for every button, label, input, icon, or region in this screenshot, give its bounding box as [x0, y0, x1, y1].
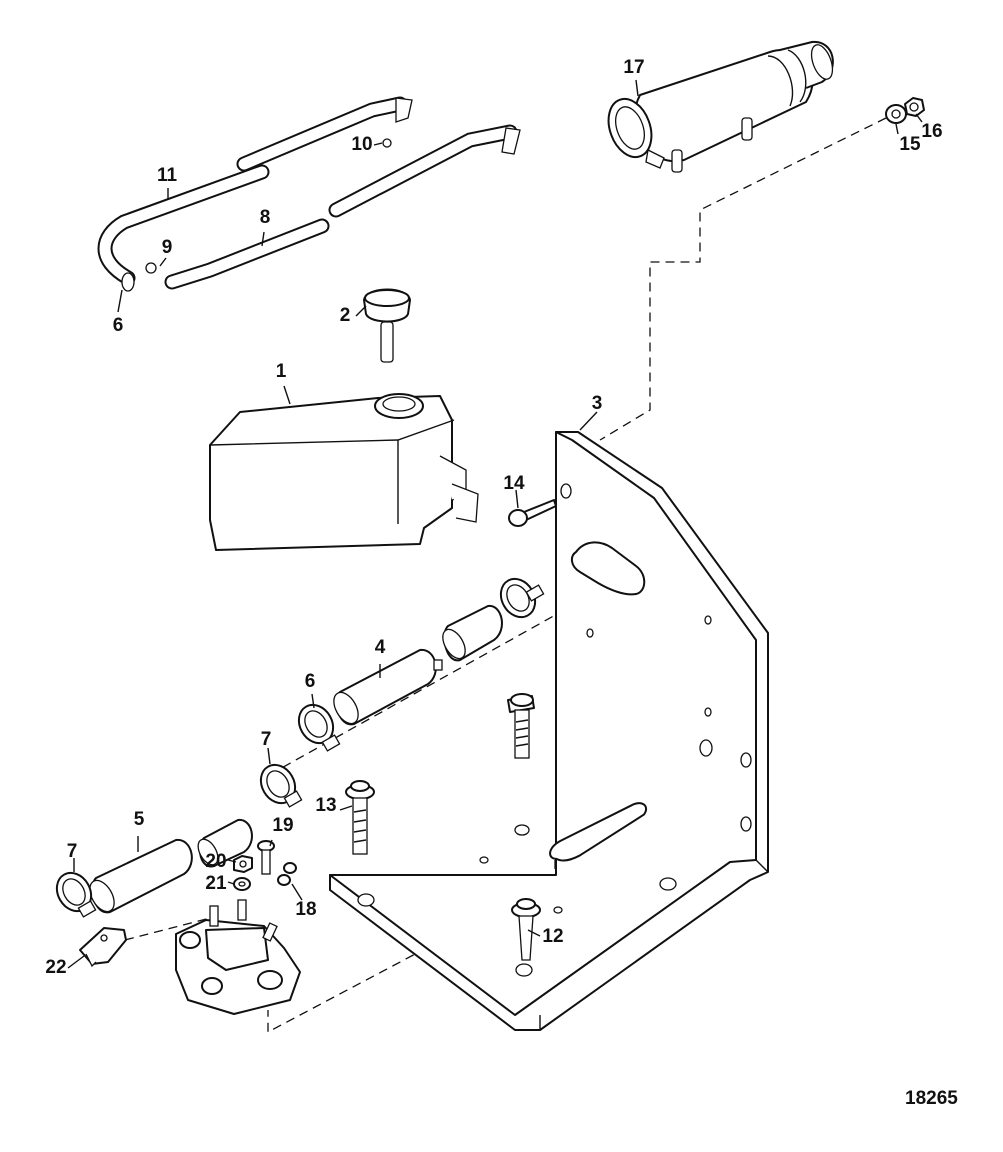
callout-7-upper: 7 [261, 729, 272, 750]
hose-5 [89, 838, 193, 914]
mounting-bracket [329, 431, 769, 1031]
hose-section-upper [442, 604, 503, 662]
reservoir-tank [209, 393, 479, 551]
callout-labels: 1 2 3 4 5 6 6 7 7 8 9 10 11 12 13 14 15 … [45, 57, 942, 978]
o-ring-10 [382, 138, 392, 148]
figure-number: 18265 [905, 1088, 958, 1109]
callout-4: 4 [375, 637, 386, 658]
callout-20: 20 [205, 851, 226, 872]
callout-15: 15 [899, 134, 921, 155]
clamp-7-lower [55, 871, 97, 918]
fill-cap [363, 288, 411, 363]
callout-18: 18 [295, 899, 316, 920]
clamp-7-upper [259, 763, 303, 808]
callout-21: 21 [205, 873, 227, 894]
hose-11 [97, 96, 413, 292]
callout-5: 5 [134, 809, 145, 830]
clip-22 [79, 927, 127, 968]
bolt-12 [511, 898, 541, 961]
screw-19 [257, 840, 275, 875]
hose-8 [164, 124, 521, 290]
callout-6-top: 6 [113, 315, 124, 336]
callout-11: 11 [157, 165, 178, 186]
callout-1: 1 [276, 361, 287, 382]
callout-19: 19 [272, 815, 293, 836]
callout-22: 22 [45, 957, 66, 978]
callout-12: 12 [542, 926, 563, 947]
leader-lines [67, 79, 923, 969]
callout-13: 13 [315, 795, 336, 816]
callout-14: 14 [503, 473, 525, 494]
callout-9: 9 [162, 237, 173, 258]
washer-15 [885, 104, 907, 124]
nut-20 [233, 855, 253, 873]
clamp-6-right [297, 703, 341, 752]
callout-16: 16 [921, 121, 942, 142]
callout-3: 3 [592, 393, 603, 414]
callout-10: 10 [351, 134, 372, 155]
callout-2: 2 [340, 305, 351, 326]
callout-7-lower: 7 [67, 841, 78, 862]
washer-21 [233, 877, 251, 891]
callout-8: 8 [260, 207, 271, 228]
callout-17: 17 [623, 57, 644, 78]
bolt-upper [507, 693, 535, 759]
clamp-upper [499, 577, 545, 619]
hose-4 [333, 648, 443, 726]
bolt-13 [345, 780, 375, 855]
nut-18 [277, 862, 297, 886]
o-ring-9 [145, 262, 157, 274]
callout-6-middle: 6 [305, 671, 316, 692]
bracket-holes [357, 483, 752, 977]
nut-16 [904, 97, 925, 117]
screw-14 [508, 499, 557, 527]
hose-section-lower [197, 818, 253, 868]
solenoid [175, 899, 301, 1015]
heat-exchanger [607, 40, 834, 173]
